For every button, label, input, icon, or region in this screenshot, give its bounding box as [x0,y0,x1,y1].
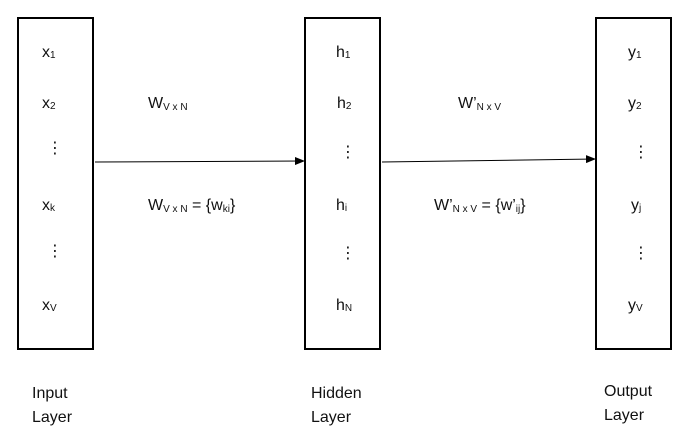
output-node-y2: y2 [628,95,642,112]
output-layer-box [595,17,672,350]
output-ellipsis-1: ⋮ [633,144,649,161]
hidden-node-h2: h2 [337,95,352,112]
hidden-node-h1: h1 [336,44,351,61]
hidden-layer-label: Hidden Layer [311,385,362,426]
input-node-x1: x1 [42,44,56,61]
input-node-x2: x2 [42,95,56,112]
input-ellipsis-1: ⋮ [47,140,63,157]
output-node-yV: yV [628,297,643,314]
arrow-input-to-hidden [94,157,305,166]
hidden-ellipsis-2: ⋮ [340,245,356,262]
hidden-layer-box [304,17,381,350]
weight-matrix-definition-input-hidden: WV x N = {wki} [148,197,236,215]
hidden-node-hN: hN [336,297,353,314]
hidden-node-hi: hi [336,197,348,214]
arrow-hidden-to-output [381,155,596,164]
output-layer-label: Output Layer [604,383,653,424]
hidden-ellipsis-1: ⋮ [340,144,356,161]
output-node-yj: yj [631,197,642,214]
weight-matrix-label-hidden-output: W’N x V [458,95,502,113]
input-node-xV: xV [42,297,57,314]
weight-matrix-label-input-hidden: WV x N [148,95,188,113]
input-layer-label: Input Layer [32,385,73,426]
input-node-xk: xk [42,197,55,214]
input-layer-box [17,17,94,350]
output-ellipsis-2: ⋮ [633,245,649,262]
input-ellipsis-2: ⋮ [47,243,63,260]
output-node-y1: y1 [628,44,642,61]
weight-matrix-definition-hidden-output: W’N x V = {w’ij} [434,197,526,215]
